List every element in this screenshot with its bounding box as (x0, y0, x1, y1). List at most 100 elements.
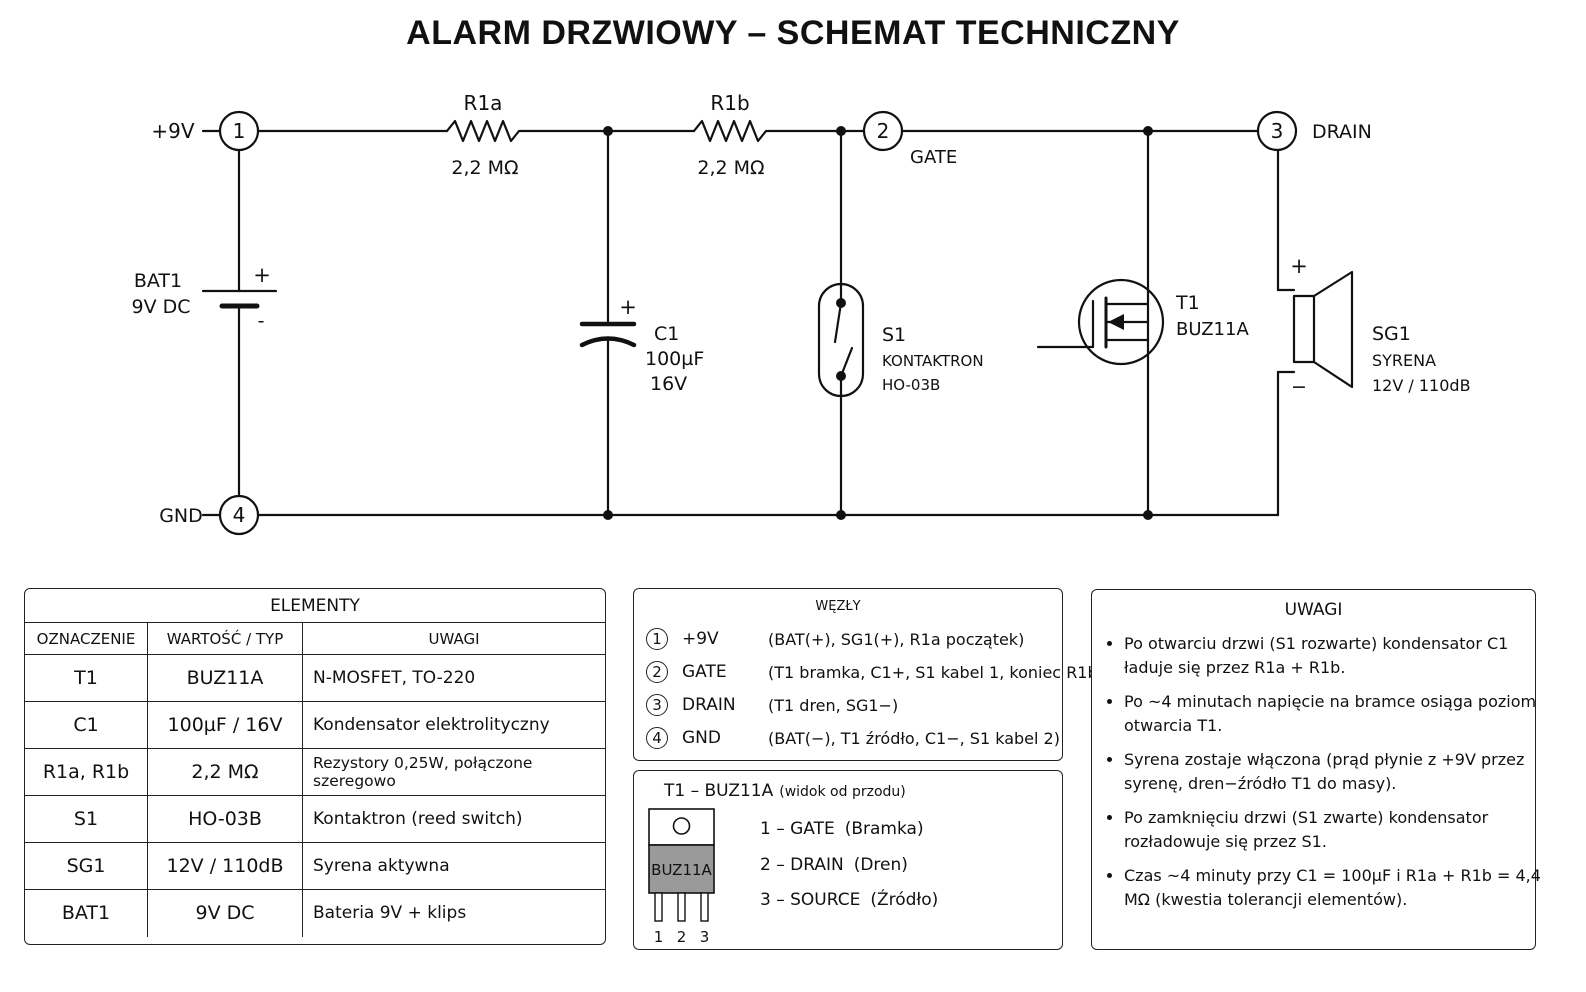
cell-notes: Syrena aktywna (302, 842, 605, 890)
node-4-label: 4 (233, 503, 246, 527)
cell-value: HO-03B (147, 795, 303, 843)
cell-value: 12V / 110dB (147, 842, 303, 890)
t1-name: T1 (1175, 292, 1200, 314)
pin-desc: (Źródło) (870, 890, 939, 910)
bat1-name: BAT1 (134, 270, 182, 292)
node-row-1: 1 +9V (BAT(+), SG1(+), R1a początek) (646, 626, 1024, 652)
table-row: SG1 12V / 110dB Syrena aktywna (25, 842, 605, 890)
pin-number-1: 1 (654, 928, 664, 945)
pin-row-1: 1 – GATE (Bramka) (760, 819, 924, 839)
reed-contact-upper (833, 301, 843, 344)
supply-label: +9V (151, 119, 194, 143)
table-row: S1 HO-03B Kontaktron (reed switch) (25, 795, 605, 843)
node-desc: (T1 dren, SG1−) (768, 695, 899, 715)
list-item: Czas ~4 minuty przy C1 = 100µF i R1a + R… (1124, 864, 1549, 911)
node-2-label: 2 (877, 119, 890, 143)
cell-designator: T1 (25, 654, 148, 702)
table-row: T1 BUZ11A N-MOSFET, TO-220 (25, 654, 605, 702)
node-name: GATE (682, 662, 727, 682)
pinout-subtitle: (widok od przodu) (779, 784, 906, 800)
cell-designator: BAT1 (25, 889, 148, 937)
r1a-name: R1a (464, 91, 503, 115)
node-name: GND (682, 728, 721, 748)
pin-number-2: 2 (677, 928, 687, 945)
pin-row-2: 2 – DRAIN (Dren) (760, 855, 908, 875)
resistor-r1a-symbol (445, 119, 525, 143)
list-item: Po ~4 minutach napięcie na bramce osiąga… (1124, 690, 1549, 737)
node-1-circle (218, 110, 260, 152)
notes-list: Po otwarciu drzwi (S1 rozwarte) kondensa… (1102, 632, 1549, 922)
mosfet-arrow (1108, 314, 1124, 330)
circuit-schematic: +9V GND 1 2 3 4 GATE DRAIN R1a 2,2 MΩ R1… (131, 91, 1471, 536)
nodes-caption: WĘZŁY (815, 599, 861, 614)
page-title: ALARM DRZWIOWY – SCHEMAT TECHNICZNY (406, 14, 1180, 52)
pin-label: 2 – DRAIN (760, 855, 844, 875)
cell-notes: Kontaktron (reed switch) (302, 795, 605, 843)
junction-dots (603, 126, 1153, 520)
bat1-plus: + (253, 263, 271, 287)
cell-notes: Bateria 9V + klips (302, 889, 605, 937)
node-row-2: 2 GATE (T1 bramka, C1+, S1 kabel 1, koni… (646, 659, 1104, 685)
c1-voltage: 16V (650, 373, 687, 395)
nodes-panel: WĘZŁY 1 +9V (BAT(+), SG1(+), R1a począte… (633, 588, 1104, 761)
sg1-minus: − (1291, 376, 1307, 398)
c1-value: 100µF (645, 348, 704, 370)
pin-label: 3 – SOURCE (760, 890, 861, 910)
cell-notes: Rezystory 0,25W, połączone szeregowo (302, 748, 605, 796)
node-row-4: 4 GND (BAT(−), T1 źródło, C1−, S1 kabel … (646, 725, 1060, 751)
pin-number-3: 3 (700, 928, 710, 945)
r1a-value: 2,2 MΩ (451, 157, 518, 179)
gate-label: GATE (910, 147, 957, 168)
c1-name: C1 (654, 323, 679, 345)
cell-value: 9V DC (147, 889, 303, 937)
elements-table-panel: ELEMENTY OZNACZENIE WARTOŚĆ / TYP UWAGI … (24, 588, 606, 945)
node-number: 4 (646, 727, 668, 749)
node-desc: (T1 bramka, C1+, S1 kabel 1, koniec R1b) (768, 662, 1104, 682)
node-name: DRAIN (682, 695, 736, 715)
r1b-value: 2,2 MΩ (697, 157, 764, 179)
node-3-label: 3 (1271, 119, 1284, 143)
cell-designator: SG1 (25, 842, 148, 890)
node-4-circle (218, 494, 260, 536)
node-3-circle (1256, 110, 1298, 152)
list-item: Po otwarciu drzwi (S1 rozwarte) kondensa… (1124, 632, 1549, 679)
cell-value: 100µF / 16V (147, 701, 303, 749)
elements-table: ELEMENTY OZNACZENIE WARTOŚĆ / TYP UWAGI … (25, 589, 605, 937)
drain-label: DRAIN (1312, 121, 1372, 143)
pin-desc: (Bramka) (844, 819, 924, 839)
pin-label: 1 – GATE (760, 819, 835, 839)
elements-table-caption: ELEMENTY (270, 595, 360, 616)
pin-desc: (Dren) (853, 855, 908, 875)
node-desc: (BAT(+), SG1(+), R1a początek) (768, 629, 1025, 649)
node-number: 1 (646, 628, 668, 650)
node-number: 2 (646, 661, 668, 683)
pinout-panel: T1 – BUZ11A(widok od przodu) BUZ11A 1 2 … (633, 770, 1063, 950)
siren-horn (1312, 270, 1354, 389)
bat1-value: 9V DC (131, 296, 190, 318)
node-1-label: 1 (233, 119, 246, 143)
sg1-type: SYRENA (1372, 351, 1436, 370)
list-item: Po zamknięciu drzwi (S1 zwarte) kondensa… (1124, 806, 1549, 853)
reed-contact-lower (839, 346, 854, 378)
c1-plus: + (619, 295, 637, 319)
col-header-notes: UWAGI (302, 622, 605, 655)
cell-value: BUZ11A (147, 654, 303, 702)
notes-title: UWAGI (1284, 600, 1343, 620)
table-row: BAT1 9V DC Bateria 9V + klips (25, 889, 605, 937)
chip-label: BUZ11A (651, 861, 712, 879)
t1-model: BUZ11A (1176, 319, 1249, 340)
cell-designator: R1a, R1b (25, 748, 148, 796)
to220-package-icon: BUZ11A 1 2 3 (648, 808, 715, 945)
node-2-circle (862, 110, 904, 152)
mosfet-body (1077, 278, 1165, 366)
table-row: R1a, R1b 2,2 MΩ Rezystory 0,25W, połączo… (25, 748, 605, 796)
s1-model: HO-03B (882, 376, 940, 394)
sg1-plus: + (1290, 254, 1308, 278)
col-header-value: WARTOŚĆ / TYP (147, 622, 303, 655)
table-row: C1 100µF / 16V Kondensator elektrolitycz… (25, 701, 605, 749)
gnd-label: GND (159, 505, 203, 527)
resistor-r1b-symbol (692, 119, 772, 143)
s1-name: S1 (882, 324, 906, 346)
cell-designator: S1 (25, 795, 148, 843)
cell-value: 2,2 MΩ (147, 748, 303, 796)
